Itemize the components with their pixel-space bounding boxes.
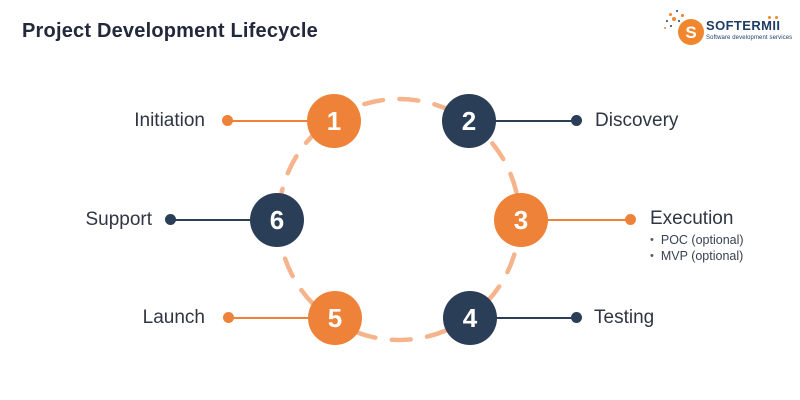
sprinkle-dot-icon: [681, 14, 684, 17]
sub-item-label: POC (optional): [660, 233, 744, 247]
sprinkle-dot-icon: [664, 27, 666, 29]
bullet-icon: •: [650, 234, 654, 246]
page-title: Project Development Lifecycle: [22, 20, 318, 42]
stage-6-endpoint-dot: [165, 214, 176, 225]
stage-3-connector: [547, 219, 630, 221]
stage-2-label: Discovery: [595, 110, 679, 131]
logo-name-wrap: SOFTERMII: [706, 16, 781, 34]
stage-6-circle: 6: [250, 193, 304, 247]
stage-2-endpoint-dot: [571, 115, 582, 126]
bullet-icon: •: [650, 249, 654, 262]
logo-tagline: Software development services: [706, 35, 793, 41]
sprinkle-dot-icon: [670, 25, 672, 27]
stage-4-connector: [496, 317, 576, 319]
sub-item-label: MVP (optional): [660, 248, 744, 263]
stage-4-circle: 4: [443, 291, 497, 345]
stage-1-label: Initiation: [134, 110, 205, 131]
stage-6-number: 6: [269, 205, 285, 235]
stage-5-label: Launch: [142, 307, 205, 328]
stage-5-number: 5: [327, 303, 343, 333]
stage-1-circle: 1: [307, 94, 361, 148]
stage-1-number: 1: [326, 106, 342, 136]
stage-6-connector: [170, 219, 251, 221]
sub-item-mvp: • MVP (optional): [650, 249, 744, 265]
logo-letter: S: [685, 22, 697, 42]
sprinkle-dot-icon: [678, 20, 680, 22]
logo-s-mark-icon: S: [678, 19, 704, 45]
stage-4-label: Testing: [594, 307, 655, 328]
stage-3-number: 3: [513, 205, 529, 235]
sprinkle-dot-icon: [672, 17, 676, 21]
i-dot-icon: [768, 16, 772, 19]
stage-3-label: Execution: [650, 208, 734, 229]
stage-3-endpoint-dot: [625, 214, 636, 225]
sub-item-poc: • POC (optional): [650, 233, 744, 249]
sprinkle-dot-icon: [676, 10, 678, 12]
softermii-logo: S SOFTERMII Software development service…: [660, 8, 793, 56]
stage-2-number: 2: [461, 106, 477, 136]
stage-4-endpoint-dot: [571, 312, 582, 323]
stage-2-circle: 2: [442, 94, 496, 148]
logo-name: SOFTERMII: [706, 18, 781, 33]
sprinkle-dot-icon: [666, 20, 668, 22]
sprinkle-dot-icon: [669, 13, 672, 16]
stage-1-endpoint-dot: [222, 115, 233, 126]
stage-3-sub-list: • POC (optional) • MVP (optional): [650, 233, 744, 264]
stage-5-circle: 5: [308, 291, 362, 345]
stage-5-connector: [229, 317, 309, 319]
i-dot-icon: [775, 16, 779, 19]
stage-1-connector: [228, 120, 308, 122]
stage-2-connector: [495, 120, 576, 122]
stage-5-endpoint-dot: [223, 312, 234, 323]
stage-3-circle: 3: [494, 193, 548, 247]
stage-4-number: 4: [462, 303, 478, 333]
stage-6-label: Support: [85, 209, 152, 230]
